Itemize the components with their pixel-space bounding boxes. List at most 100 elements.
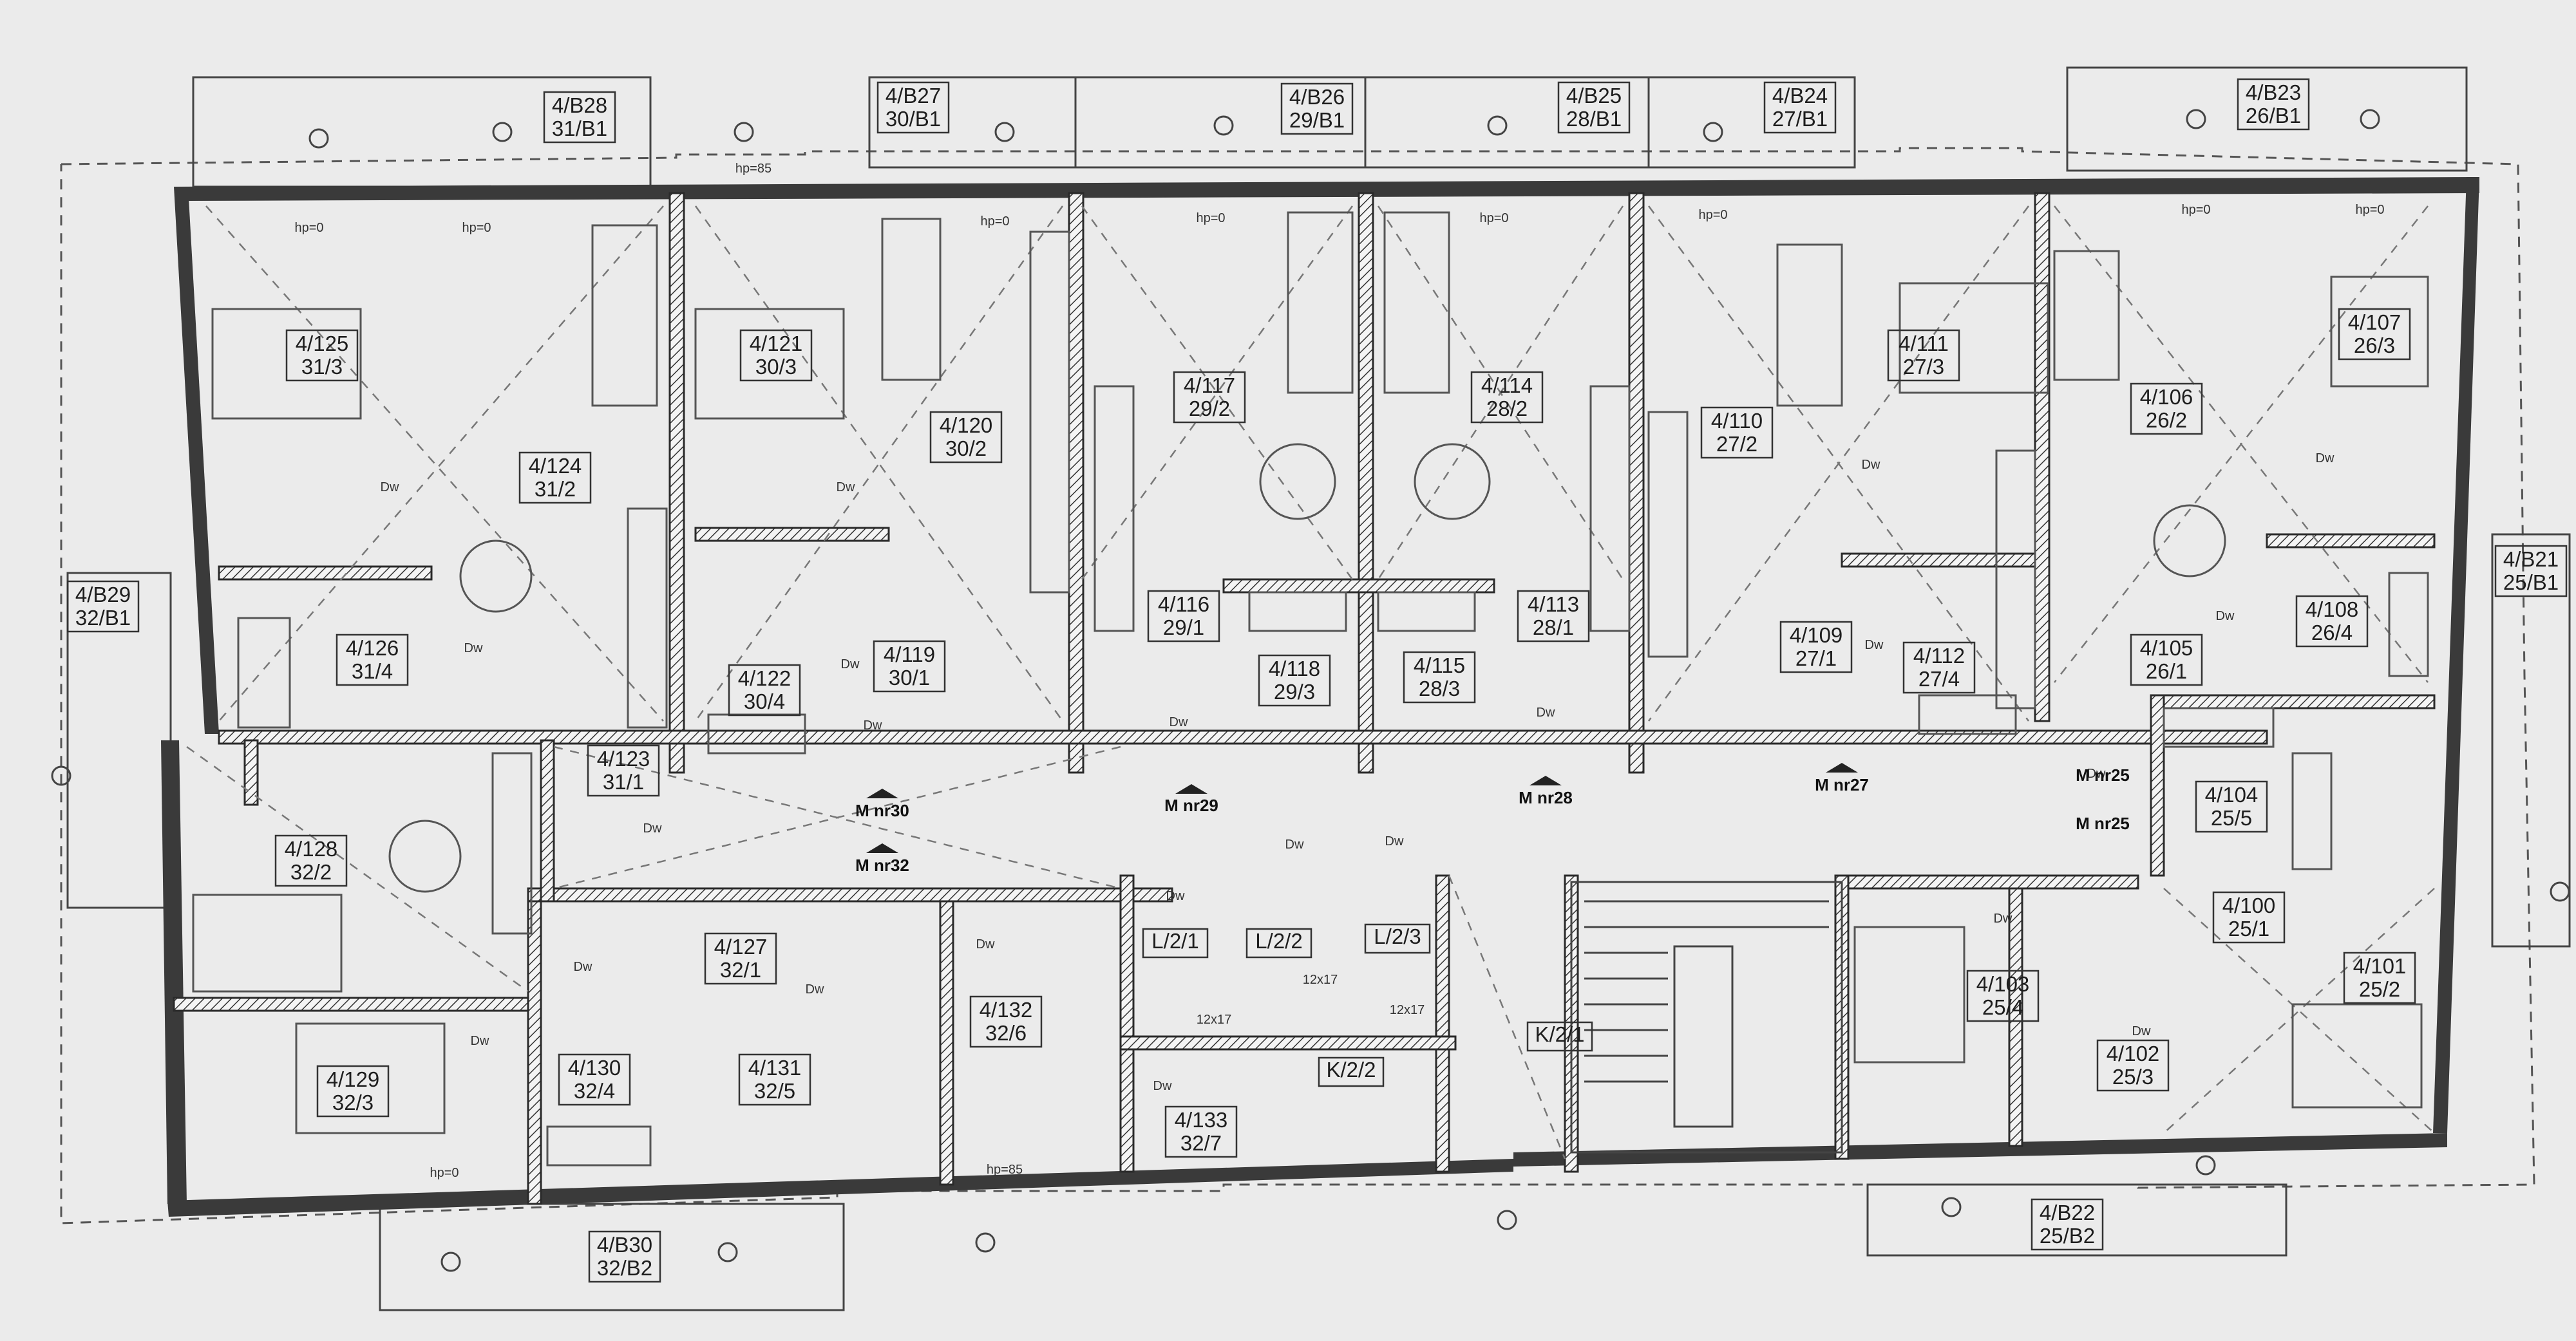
door-label: Dw <box>976 937 995 952</box>
hp0-label: hp=0 <box>462 221 491 235</box>
room-subnumber: 25/4 <box>1982 995 2023 1019</box>
corridor-room-label: L/2/2 <box>1255 929 1302 953</box>
balcony-number: 4/B30 <box>597 1233 652 1257</box>
room-subnumber: 32/2 <box>290 860 332 884</box>
room-label-box <box>587 744 660 797</box>
door-label: Dw <box>1385 834 1404 849</box>
room-label-box <box>2343 952 2416 1004</box>
room-number: 4/104 <box>2205 783 2259 807</box>
hp0-label: hp=0 <box>1698 208 1727 222</box>
corridor-label-box <box>1364 923 1431 954</box>
hp0-label: hp=0 <box>980 214 1009 229</box>
balcony-label-box <box>588 1230 661 1283</box>
room-number: 4/114 <box>1481 373 1533 397</box>
room-subnumber: 25/2 <box>2359 977 2400 1001</box>
room-number: 4/123 <box>597 747 650 771</box>
door-label: Dw <box>841 657 860 671</box>
door-label: Dw <box>1166 889 1185 903</box>
hp85-label: hp=85 <box>987 1163 1023 1177</box>
room-label-box <box>2295 595 2369 648</box>
room-number: 4/129 <box>327 1067 380 1091</box>
room-number: 4/100 <box>2222 894 2276 917</box>
balcony-subnumber: 25/B2 <box>2040 1224 2095 1248</box>
balcony-subnumber: 31/B1 <box>552 117 607 140</box>
meter-label: M nr25 <box>2076 814 2130 833</box>
room-label-box <box>704 932 777 985</box>
meter-label: M nr29 <box>1164 796 1218 815</box>
dim-12x17: 12x17 <box>1197 1013 1232 1027</box>
room-subnumber: 30/4 <box>744 689 785 713</box>
balcony-label-box <box>1763 81 1837 134</box>
balcony-subnumber: 26/B1 <box>2246 104 2301 127</box>
hp85-label: hp=85 <box>735 162 772 176</box>
room-subnumber: 25/5 <box>2211 806 2252 830</box>
room-number: 4/119 <box>884 642 935 666</box>
room-subnumber: 25/3 <box>2112 1065 2154 1089</box>
room-label-box <box>274 834 348 887</box>
room-number: 4/112 <box>1913 644 1965 668</box>
door-label: Dw <box>471 1034 489 1048</box>
hp0-label: hp=0 <box>430 1166 459 1180</box>
door-label: Dw <box>864 718 882 733</box>
door-label: Dw <box>1865 638 1884 652</box>
balcony-number: 4/B21 <box>2503 547 2559 571</box>
meter-label: M nr25 <box>2076 765 2130 785</box>
room-label-box <box>558 1053 631 1106</box>
beds-sofas <box>192 211 2429 1134</box>
balcony-label-box <box>543 91 616 144</box>
room-number: 4/126 <box>346 636 399 660</box>
room-number: 4/131 <box>748 1056 802 1080</box>
room-number: 4/102 <box>2107 1042 2160 1065</box>
room-label-box <box>1173 371 1246 424</box>
room-subnumber: 30/3 <box>755 355 797 379</box>
door-label: Dw <box>381 480 399 494</box>
room-subnumber: 26/2 <box>2146 408 2187 432</box>
door-label: Dw <box>643 821 662 836</box>
room-number: 4/109 <box>1790 623 1843 647</box>
room-number: 4/133 <box>1175 1108 1228 1132</box>
room-number: 4/118 <box>1269 657 1320 680</box>
room-number: 4/127 <box>714 935 768 959</box>
slab-outline <box>60 147 2535 1224</box>
balcony-number: 4/B25 <box>1566 84 1622 108</box>
room-number: 4/120 <box>940 413 993 437</box>
room-label-box <box>1902 641 1976 694</box>
room-labels: 4/12531/34/12431/24/12631/44/12331/14/12… <box>274 308 2416 1158</box>
door-label: Dw <box>1994 912 2012 926</box>
balcony-label-box <box>1557 81 1631 134</box>
corridor-room-label: K/2/2 <box>1326 1058 1376 1082</box>
room-label-box <box>1147 590 1220 642</box>
balcony-subnumber: 28/B1 <box>1566 107 1622 131</box>
corridor-label-box <box>1245 928 1312 959</box>
balcony-number: 4/B22 <box>2040 1201 2095 1224</box>
room-label-box <box>1779 621 1853 673</box>
balcony-label-box <box>66 580 140 633</box>
hp0-label: hp=0 <box>1479 211 1508 225</box>
room-subnumber: 31/3 <box>301 355 343 379</box>
corridor-room-label: L/2/3 <box>1374 924 1421 948</box>
room-label-box <box>2096 1039 2170 1092</box>
room-label-box <box>1164 1105 1238 1158</box>
hp0-label: hp=0 <box>2355 203 2384 217</box>
balcony-label-box <box>2237 78 2310 131</box>
door-label: Dw <box>806 982 824 997</box>
room-number: 4/128 <box>285 837 338 861</box>
door-label: Dw <box>2087 767 2106 781</box>
room-number: 4/113 <box>1528 592 1579 616</box>
room-subnumber: 27/4 <box>1918 667 1960 691</box>
